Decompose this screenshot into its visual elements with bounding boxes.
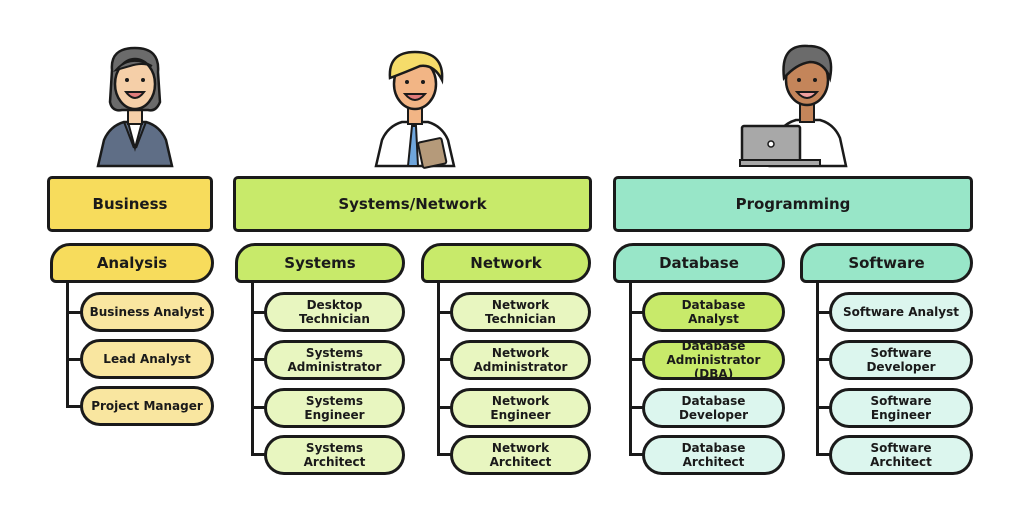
category-systems-network: Systems/Network — [233, 176, 592, 232]
group-systems: Systems — [235, 243, 405, 283]
role-lead-analyst[interactable]: Lead Analyst — [80, 339, 214, 379]
connector-line — [251, 406, 267, 409]
role-systems-engineer[interactable]: Systems Engineer — [264, 388, 405, 428]
role-software-analyst[interactable]: Software Analyst — [829, 292, 973, 332]
group-software: Software — [800, 243, 973, 283]
connector-line — [629, 311, 645, 314]
connector-line — [251, 281, 254, 456]
role-desktop-technician[interactable]: Desktop Technician — [264, 292, 405, 332]
role-database-administrator[interactable]: Database Administrator (DBA) — [642, 339, 785, 381]
role-database-architect[interactable]: Database Architect — [642, 435, 785, 475]
connector-line — [66, 311, 82, 314]
group-label: Analysis — [96, 254, 168, 272]
role-software-architect[interactable]: Software Architect — [829, 435, 973, 475]
category-label: Systems/Network — [338, 195, 487, 213]
category-programming: Programming — [613, 176, 973, 232]
category-label: Programming — [735, 195, 851, 213]
connector-line — [816, 406, 832, 409]
group-network: Network — [421, 243, 591, 283]
group-database: Database — [613, 243, 785, 283]
role-network-technician[interactable]: Network Technician — [450, 292, 591, 332]
connector-line — [816, 311, 832, 314]
connector-line — [816, 281, 819, 456]
connector-line — [629, 453, 645, 456]
connector-line — [66, 358, 82, 361]
connector-line — [437, 358, 453, 361]
role-systems-architect[interactable]: Systems Architect — [264, 435, 405, 475]
group-label: Database — [659, 254, 739, 272]
connector-line — [437, 281, 440, 456]
connector-line — [629, 358, 645, 361]
role-project-manager[interactable]: Project Manager — [80, 386, 214, 426]
connector-line — [437, 406, 453, 409]
programmer-illustration — [739, 44, 848, 168]
connector-line — [816, 453, 832, 456]
connector-line — [251, 311, 267, 314]
technician-illustration — [374, 50, 456, 169]
connector-line — [629, 406, 645, 409]
connector-line — [66, 405, 82, 408]
role-software-developer[interactable]: Software Developer — [829, 340, 973, 380]
connector-line — [251, 453, 267, 456]
businesswoman-illustration — [96, 46, 174, 168]
group-label: Network — [470, 254, 542, 272]
role-network-engineer[interactable]: Network Engineer — [450, 388, 591, 428]
role-software-engineer[interactable]: Software Engineer — [829, 388, 973, 428]
category-label: Business — [92, 195, 168, 213]
connector-line — [437, 453, 453, 456]
role-business-analyst[interactable]: Business Analyst — [80, 292, 214, 332]
role-database-developer[interactable]: Database Developer — [642, 388, 785, 428]
role-database-analyst[interactable]: Database Analyst — [642, 292, 785, 332]
group-analysis: Analysis — [50, 243, 214, 283]
connector-line — [66, 281, 69, 408]
connector-line — [629, 281, 632, 456]
role-network-administrator[interactable]: Network Administrator — [450, 340, 591, 380]
connector-line — [816, 358, 832, 361]
connector-line — [437, 311, 453, 314]
role-systems-administrator[interactable]: Systems Administrator — [264, 340, 405, 380]
group-label: Systems — [284, 254, 356, 272]
group-label: Software — [848, 254, 925, 272]
role-network-architect[interactable]: Network Architect — [450, 435, 591, 475]
category-business: Business — [47, 176, 213, 232]
connector-line — [251, 358, 267, 361]
